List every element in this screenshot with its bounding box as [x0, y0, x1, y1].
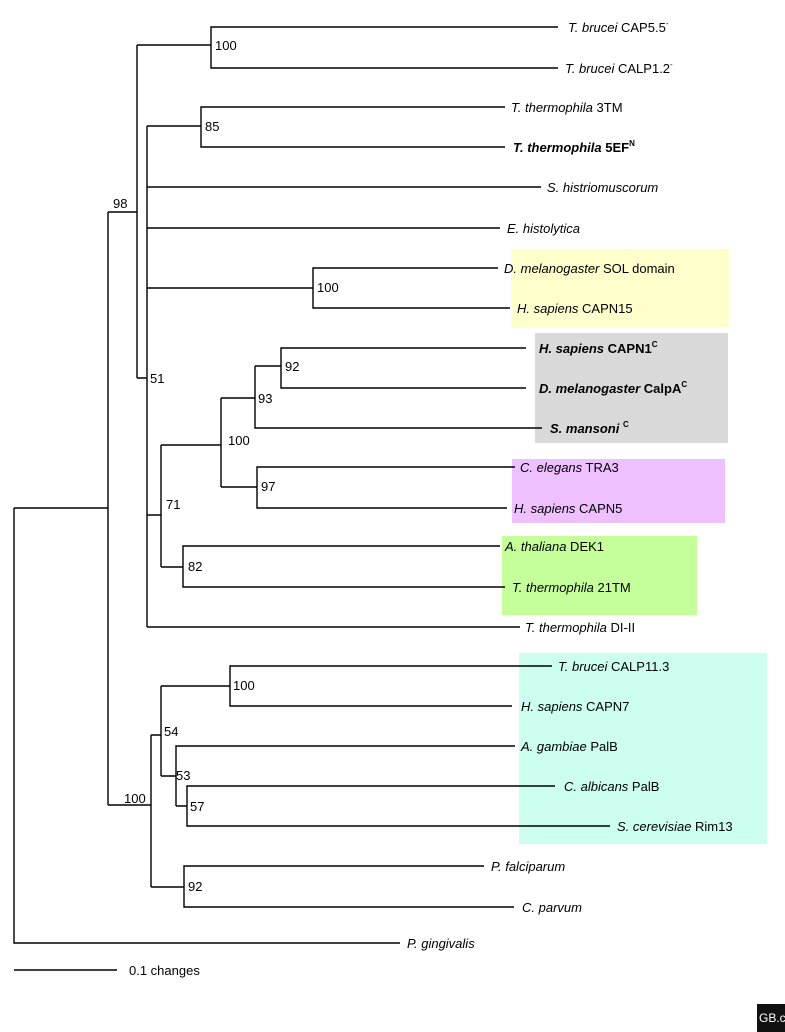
yellow-clade-box	[511, 249, 729, 327]
taxon-label: D. melanogaster SOL domain	[504, 261, 675, 276]
bootstrap-value: 98	[113, 196, 127, 211]
bootstrap-value: 93	[258, 391, 272, 406]
scale-bar-label: 0.1 changes	[129, 963, 200, 978]
taxon-label: D. melanogaster CalpAC	[539, 380, 687, 396]
green-clade-box	[502, 536, 697, 615]
bootstrap-value: 100	[124, 791, 146, 806]
bootstrap-value: 82	[188, 559, 202, 574]
taxon-labels: T. brucei CAP5.5- T. brucei CALP1.2- T. …	[407, 19, 733, 951]
bootstrap-value: 57	[190, 799, 204, 814]
journal-logo: GB.c	[757, 1004, 785, 1032]
taxon-label: T. thermophila 3TM	[511, 100, 623, 115]
taxon-label: T. thermophila DI-II	[525, 620, 635, 635]
taxon-label: T. brucei CAP5.5-	[568, 19, 669, 35]
taxon-label: H. sapiens CAPN7	[521, 699, 629, 714]
bootstrap-value: 100	[233, 678, 255, 693]
taxon-label: S. histriomuscorum	[547, 180, 658, 195]
tree-branches	[13, 26, 610, 971]
taxon-label: S. mansoni C	[550, 420, 629, 436]
taxon-label: T. thermophila 21TM	[512, 580, 631, 595]
bootstrap-value: 100	[317, 280, 339, 295]
taxon-label: A. gambiae PalB	[520, 739, 618, 754]
bootstrap-value: 100	[228, 433, 250, 448]
taxon-label: H. sapiens CAPN15	[517, 301, 633, 316]
taxon-label: E. histolytica	[507, 221, 580, 236]
taxon-label: C. albicans PalB	[564, 779, 659, 794]
taxon-label: T. thermophila 5EFN	[513, 139, 635, 155]
taxon-label: T. brucei CALP11.3	[558, 659, 669, 674]
bootstrap-values: 100 85 98 100 51 92 93 100 97 71 82 100 …	[113, 38, 339, 894]
bootstrap-value: 100	[215, 38, 237, 53]
bootstrap-value: 85	[205, 119, 219, 134]
taxon-label: S. cerevisiae Rim13	[617, 819, 733, 834]
taxon-label: A. thaliana DEK1	[504, 539, 604, 554]
taxon-label: H. sapiens CAPN1C	[539, 340, 658, 356]
bootstrap-value: 51	[150, 371, 164, 386]
taxon-label: P. gingivalis	[407, 936, 475, 951]
taxon-label: H. sapiens CAPN5	[514, 501, 622, 516]
bootstrap-value: 92	[285, 359, 299, 374]
pink-clade-box	[512, 459, 725, 523]
taxon-label: C. elegans TRA3	[520, 460, 619, 475]
taxon-label: P. falciparum	[491, 859, 565, 874]
taxon-label: T. brucei CALP1.2-	[565, 60, 673, 76]
bootstrap-value: 53	[176, 768, 190, 783]
bootstrap-value: 92	[188, 879, 202, 894]
taxon-label: C. parvum	[522, 900, 582, 915]
bootstrap-value: 71	[166, 497, 180, 512]
cyan-clade-box	[519, 653, 767, 844]
gray-clade-box	[535, 333, 728, 443]
bootstrap-value: 54	[164, 724, 178, 739]
bootstrap-value: 97	[261, 479, 275, 494]
